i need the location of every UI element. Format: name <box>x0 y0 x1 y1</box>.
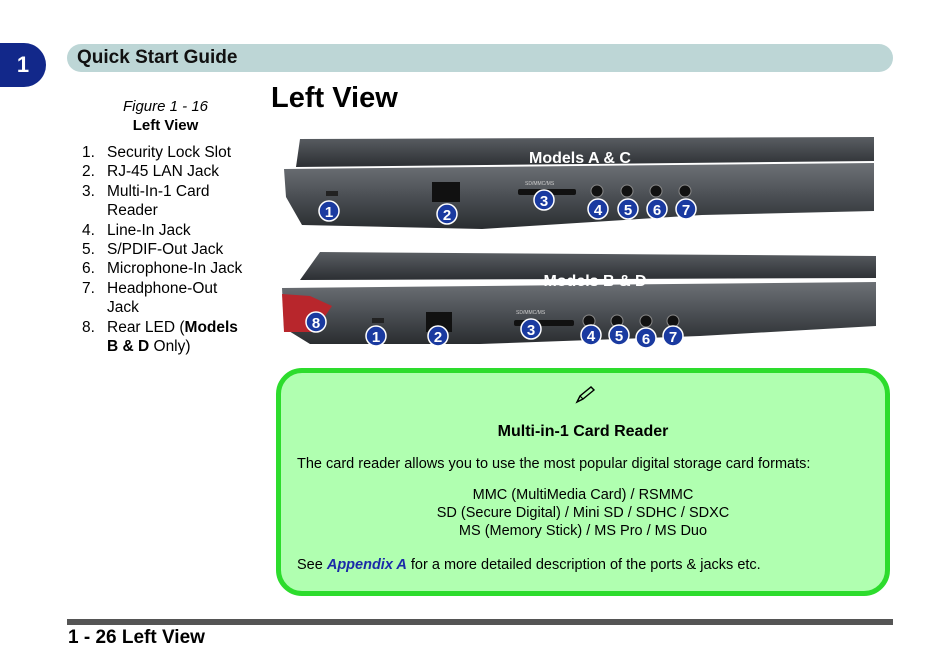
chapter-number: 1 <box>16 52 30 77</box>
note-box: Multi-in-1 Card Reader The card reader a… <box>276 368 890 596</box>
models-label: Models A & C <box>529 150 631 167</box>
svg-text:6: 6 <box>653 202 661 219</box>
svg-text:6: 6 <box>642 331 650 348</box>
svg-text:3: 3 <box>527 322 535 339</box>
svg-text:4: 4 <box>594 202 603 219</box>
legend-item: 2.RJ-45 LAN Jack <box>82 163 219 181</box>
header-title: Quick Start Guide <box>77 47 238 68</box>
port-marker-6: 6 <box>635 327 657 349</box>
port-marker-1: 1 <box>365 325 387 347</box>
svg-text:7: 7 <box>669 329 677 346</box>
svg-text:8: 8 <box>312 315 320 332</box>
format-item: MMC (MultiMedia Card) / RSMMC <box>472 487 694 503</box>
format-item: MS (Memory Stick) / MS Pro / MS Duo <box>458 523 708 539</box>
figure-caption: Figure 1 - 16 Left View <box>108 97 223 135</box>
port-marker-7: 7 <box>662 325 684 347</box>
format-list: MMC (MultiMedia Card) / RSMMC SD (Secure… <box>281 486 885 540</box>
svg-text:4: 4 <box>587 328 596 345</box>
port-marker-2: 2 <box>427 325 449 347</box>
svg-text:5: 5 <box>624 202 632 219</box>
header-bar: Quick Start Guide <box>67 44 893 72</box>
legend-item: 8.Rear LED (Models B & D Only) <box>82 318 238 356</box>
port-marker-8: 8 <box>305 311 327 333</box>
port-marker-4: 4 <box>580 324 602 346</box>
svg-text:3: 3 <box>540 193 548 210</box>
legend-item: 6.Microphone-In Jack <box>82 260 243 278</box>
figure-title: Left View <box>132 117 199 134</box>
svg-text:1: 1 <box>325 204 333 221</box>
slot-label: SD/MMC/MS <box>525 181 555 187</box>
svg-text:5: 5 <box>615 328 623 345</box>
page-title: Left View <box>271 82 398 114</box>
port-marker-6: 6 <box>646 198 668 220</box>
slot-label: SD/MMC/MS <box>516 310 546 316</box>
port-marker-7: 7 <box>675 198 697 220</box>
legend-list: 1.Security Lock Slot 2.RJ-45 LAN Jack 3.… <box>82 143 252 356</box>
port-marker-5: 5 <box>617 198 639 220</box>
port-marker-5: 5 <box>608 324 630 346</box>
chapter-tab[interactable]: 1 <box>0 43 46 87</box>
note-title: Multi-in-1 Card Reader <box>497 423 669 440</box>
models-label: Models B & D <box>543 273 646 290</box>
port-marker-2: 2 <box>436 203 458 225</box>
laptop-left-view-models-a-c: SD/MMC/MS Models A & C 1 2 3 4 5 6 7 <box>282 133 878 233</box>
see-appendix-text: See Appendix A for a more detailed descr… <box>297 557 761 573</box>
legend-item: 1.Security Lock Slot <box>82 144 232 161</box>
appendix-a-link[interactable]: Appendix A <box>326 557 407 573</box>
footer-page-label: 1 - 26 Left View <box>68 627 205 648</box>
port-marker-3: 3 <box>520 318 542 340</box>
note-text: The card reader allows you to use the mo… <box>297 456 811 472</box>
figure-number: Figure 1 - 16 <box>122 98 209 115</box>
legend-item: 4.Line-In Jack <box>82 221 191 239</box>
laptop-left-view-models-b-d: SD/MMC/MS Models B & D 8 1 2 3 4 5 6 7 <box>280 248 880 352</box>
port-marker-3: 3 <box>533 189 555 211</box>
legend-item: 7.Headphone-Out Jack <box>82 279 218 317</box>
svg-text:2: 2 <box>434 329 442 346</box>
svg-text:1: 1 <box>372 329 380 346</box>
pencil-icon <box>575 386 596 404</box>
footer-rule <box>67 619 893 625</box>
legend-item: 5.S/PDIF-Out Jack <box>82 241 224 259</box>
svg-text:2: 2 <box>443 207 451 224</box>
port-marker-1: 1 <box>318 200 340 222</box>
port-marker-4: 4 <box>587 198 609 220</box>
legend-item: 3.Multi-In-1 Card Reader <box>82 182 210 220</box>
svg-text:7: 7 <box>682 202 690 219</box>
format-item: SD (Secure Digital) / Mini SD / SDHC / S… <box>436 505 730 521</box>
